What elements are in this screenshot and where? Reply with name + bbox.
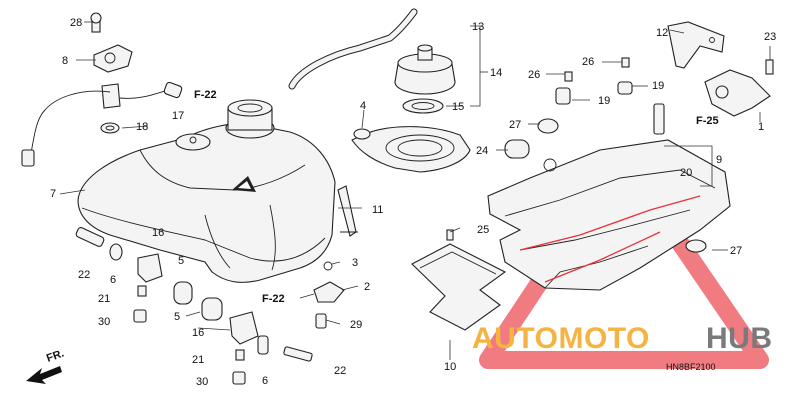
- tank-strap: [337, 185, 358, 237]
- clip: [653, 103, 665, 135]
- filler-tray: [351, 126, 471, 173]
- callout-label: 7: [50, 188, 56, 200]
- callout-label: 13: [472, 21, 484, 33]
- callout-label: 29: [350, 319, 362, 331]
- callout-label: 30: [196, 376, 208, 388]
- callout-label: 19: [652, 80, 664, 92]
- callout-label: 19: [598, 95, 610, 107]
- fuel-cap: [394, 44, 456, 95]
- callout-label: 1: [758, 121, 764, 133]
- callout-label: F-22: [194, 89, 217, 101]
- fuel-hose: [288, 8, 418, 90]
- callout-label: 3: [352, 257, 358, 269]
- callout-label: 18: [136, 121, 148, 133]
- callout-label: 6: [262, 375, 268, 387]
- callout-label: 26: [582, 56, 594, 68]
- callout-label: 15: [452, 101, 464, 113]
- callout-label: 25: [477, 224, 489, 236]
- leader-lines: [59, 21, 771, 360]
- upper-bracket: [667, 21, 725, 69]
- callout-label: F-22: [262, 293, 285, 305]
- callout-label: 26: [528, 69, 540, 81]
- callout-label: 20: [680, 167, 692, 179]
- callout-label: 30: [98, 316, 110, 328]
- watermark-text: AUTOMOTO HUB: [472, 322, 773, 355]
- callout-label: 28: [70, 17, 82, 29]
- diagram-code: HN8BF2100: [666, 362, 716, 372]
- callout-label: 6: [110, 274, 116, 286]
- mount-hardware-center: [229, 261, 345, 385]
- callout-label: 10: [444, 361, 456, 373]
- fuel-pump-assembly: [21, 12, 183, 167]
- flat-shield: [411, 243, 507, 331]
- callout-label: 12: [656, 27, 668, 39]
- front-marker-label: FR.: [45, 347, 66, 364]
- callout-label: 4: [360, 100, 366, 112]
- callout-label: 22: [78, 269, 90, 281]
- cap-seal: [402, 98, 444, 114]
- mount-hardware-left: [75, 226, 223, 323]
- watermark-text-right: HUB: [706, 322, 773, 355]
- callout-label: 23: [764, 31, 776, 43]
- callout-label: 27: [730, 245, 742, 257]
- callout-label: 22: [334, 365, 346, 377]
- callout-label: F-25: [696, 115, 719, 127]
- callout-label: 16: [192, 327, 204, 339]
- callout-label: 16: [152, 227, 164, 239]
- callout-label: 24: [476, 145, 488, 157]
- callout-label: 21: [98, 293, 110, 305]
- front-arrow-icon: [26, 366, 62, 384]
- callout-label: 2: [364, 281, 370, 293]
- callout-label: 21: [192, 354, 204, 366]
- rubber-mount: [704, 59, 774, 117]
- callout-labels: 28 8 18 17 7 F-22 4 13 14 15 12 23 26 26…: [50, 17, 776, 388]
- callout-label: 5: [178, 255, 184, 267]
- callout-label: 17: [172, 110, 184, 122]
- callout-label: 8: [62, 55, 68, 67]
- callout-label: 11: [372, 204, 383, 216]
- callout-label: 14: [490, 67, 502, 79]
- callout-label: 9: [716, 154, 722, 166]
- watermark-text-left: AUTOMOTO: [472, 322, 650, 355]
- callout-label: 5: [174, 311, 180, 323]
- lower-pan: [446, 57, 731, 291]
- callout-label: 27: [509, 119, 521, 131]
- pan-red-outline: [519, 195, 701, 283]
- fuel-tank: [77, 99, 336, 283]
